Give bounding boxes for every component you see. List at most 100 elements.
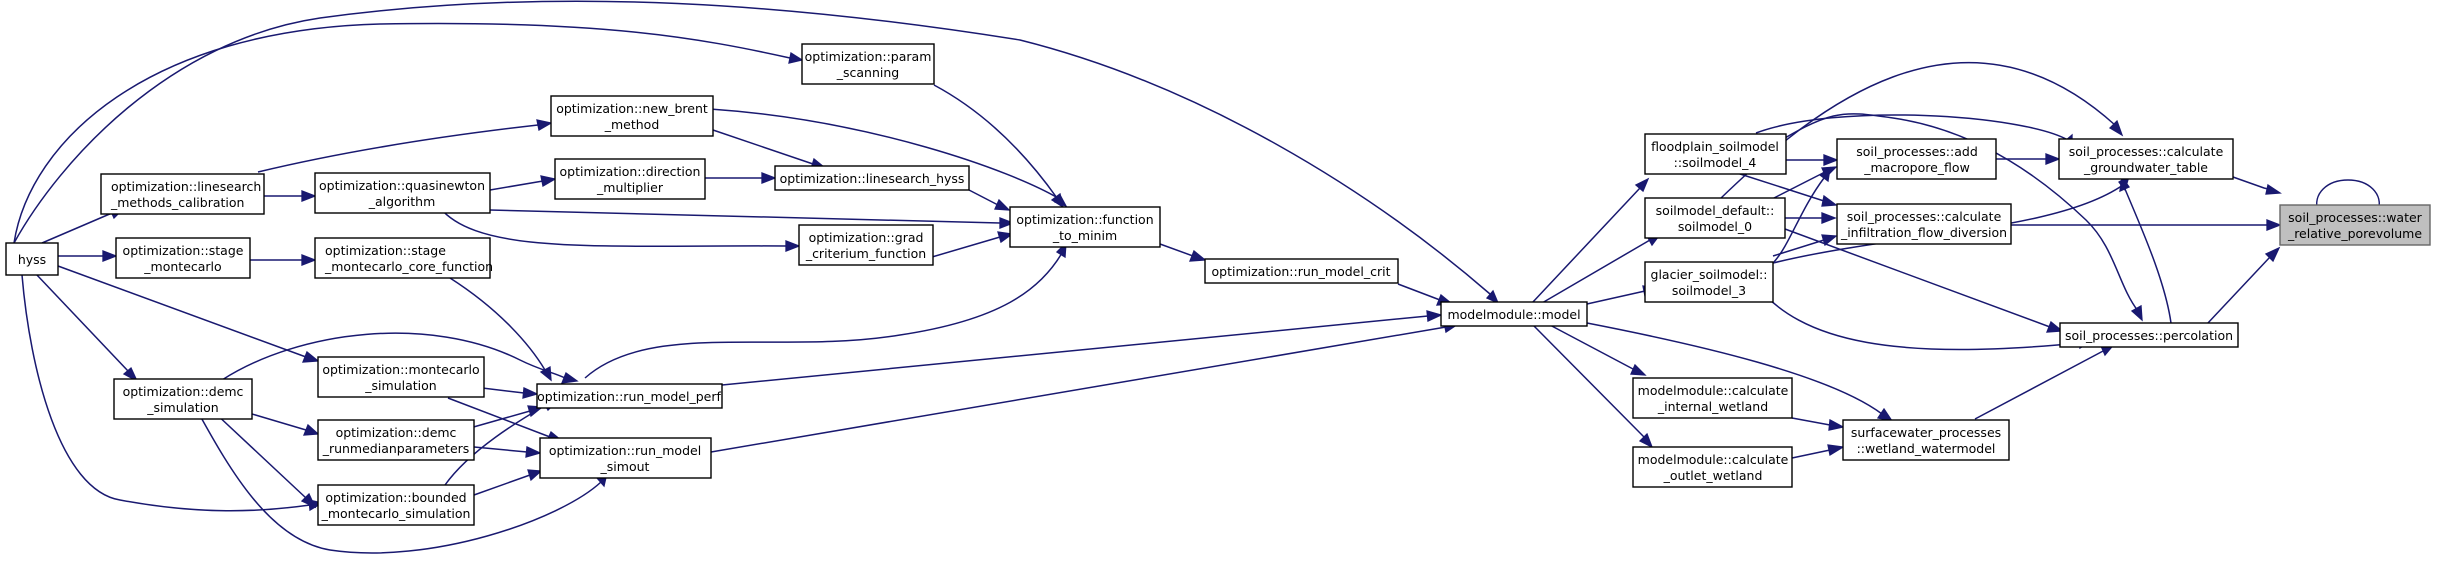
edge-quasinewton-to-func-minim: [489, 209, 1015, 229]
node-param-scanning[interactable]: optimization::param _scanning: [801, 43, 935, 85]
node-demc-simulation[interactable]: optimization::demc _simulation: [113, 378, 253, 420]
node-calculate-infiltration-flow-diversion[interactable]: soil_processes::calculate _infiltration_…: [1836, 203, 2012, 245]
node-glacier-soilmodel-3[interactable]: glacier_soilmodel:: soilmodel_3: [1644, 261, 1774, 303]
node-infiltration-label-1: soil_processes::calculate: [1847, 209, 2002, 224]
node-stage-montecarlo[interactable]: optimization::stage _montecarlo: [115, 237, 251, 279]
node-run-model-perf[interactable]: optimization::run_model_perf: [536, 383, 723, 409]
edge-model-to-calc-outlet: [1532, 324, 1654, 449]
node-calculate-outlet-wetland[interactable]: modelmodule::calculate _outlet_wetland: [1632, 446, 1793, 488]
node-run-model-crit-label: optimization::run_model_crit: [1212, 264, 1391, 279]
node-stage-montecarlo-core-function[interactable]: optimization::stage _montecarlo_core_fun…: [314, 237, 493, 279]
edge-groundwater-to-water-porevol: [2232, 176, 2282, 195]
edge-percolation-to-groundwater: [2119, 175, 2172, 324]
edge-hyss-to-param-scan: [13, 22, 804, 244]
node-function-to-minim-label-2: _to_minim: [1052, 228, 1117, 243]
edge-hyss-to-model: [13, 0, 1500, 305]
node-linesearch-hyss[interactable]: optimization::linesearch_hyss: [774, 165, 970, 191]
edge-func-minim-to-run-crit: [1159, 243, 1207, 262]
node-calculate-internal-wetland[interactable]: modelmodule::calculate _internal_wetland: [1632, 377, 1793, 419]
node-linesearch-methods-calibration-label-2: _methods_calibration: [110, 195, 244, 210]
edge-add-macro-to-groundwater: [1996, 153, 2061, 165]
node-function-to-minim-label-1: optimization::function: [1016, 212, 1153, 227]
node-infiltration-label-2: _infiltration_flow_diversion: [1840, 225, 2007, 240]
edge-demc-runmed-to-run-perf: [469, 405, 544, 429]
node-calculate-outlet-wetland-label-2: _outlet_wetland: [1663, 468, 1763, 483]
node-water-relative-porevolume-label-2: _relative_porevolume: [2287, 226, 2422, 241]
edge-calc-outlet-to-wetland-wm: [1791, 444, 1845, 459]
node-bounded-montecarlo-simulation-label-2: _montecarlo_simulation: [321, 506, 471, 521]
edge-demc-sim-to-run-perf: [221, 332, 579, 384]
node-linesearch-hyss-label: optimization::linesearch_hyss: [780, 171, 965, 186]
edge-hyss-to-mc-sim: [57, 265, 320, 363]
edge-demc-sim-to-bounded-mc: [213, 411, 317, 509]
edge-lin-calib-to-quasinewton: [264, 190, 317, 202]
edge-floodplain-to-percolation: [1764, 113, 2143, 322]
node-floodplain-soilmodel-4[interactable]: floodplain_soilmodel ::soilmodel_4: [1644, 133, 1787, 175]
node-run-model-crit[interactable]: optimization::run_model_crit: [1204, 258, 1399, 284]
node-calculate-outlet-wetland-label-1: modelmodule::calculate: [1638, 452, 1789, 467]
node-new-brent-method[interactable]: optimization::new_brent _method: [550, 95, 714, 137]
node-montecarlo-simulation[interactable]: optimization::montecarlo _simulation: [317, 356, 485, 398]
node-modelmodule-model[interactable]: modelmodule::model: [1440, 301, 1588, 327]
edge-lin-hyss-to-func-minim: [968, 189, 1011, 211]
node-bounded-montecarlo-simulation[interactable]: optimization::bounded _montecarlo_simula…: [317, 484, 475, 526]
edge-model-to-calc-internal: [1547, 323, 1647, 376]
edge-percolation-to-water-porevol: [2206, 246, 2281, 325]
node-demc-simulation-label-2: _simulation: [146, 400, 218, 415]
edge-soil-default-to-infiltration: [1785, 212, 1837, 224]
node-glacier-soilmodel-3-label-2: soilmodel_3: [1672, 283, 1746, 298]
node-hyss[interactable]: hyss: [5, 242, 59, 276]
edge-direction-to-lin-hyss: [705, 172, 777, 184]
edge-hyss-to-stage-mc: [58, 250, 118, 262]
node-direction-multiplier[interactable]: optimization::direction _multiplier: [554, 158, 706, 200]
node-percolation[interactable]: soil_processes::percolation: [2059, 322, 2239, 348]
node-groundwater-label-2: _groundwater_table: [2083, 160, 2208, 175]
node-add-macropore-flow[interactable]: soil_processes::add _macropore_flow: [1836, 138, 1997, 180]
edge-glacier-to-percolation: [1752, 280, 2094, 351]
edge-glacier-to-add-macro: [1773, 166, 1831, 263]
node-stage-montecarlo-label-1: optimization::stage: [123, 243, 244, 258]
node-stage-montecarlo-label-2: _montecarlo: [143, 259, 221, 274]
node-function-to-minim[interactable]: optimization::function _to_minim: [1009, 206, 1161, 248]
node-run-model-simout[interactable]: optimization::run_model _simout: [539, 437, 712, 479]
node-glacier-soilmodel-3-label-1: glacier_soilmodel::: [1651, 267, 1768, 282]
node-add-macropore-flow-label-2: _macropore_flow: [1863, 160, 1970, 175]
node-new-brent-method-label-1: optimization::new_brent: [556, 101, 708, 116]
node-demc-runmedianparameters-label-1: optimization::demc: [336, 425, 457, 440]
node-grad-criterium-function[interactable]: optimization::grad _criterium_function: [798, 224, 934, 266]
node-grad-criterium-function-label-2: _criterium_function: [805, 246, 926, 261]
edge-run-perf-to-model: [721, 310, 1443, 386]
node-direction-multiplier-label-1: optimization::direction: [560, 164, 701, 179]
node-grad-criterium-function-label-1: optimization::grad: [809, 230, 924, 245]
edge-floodplain-to-infiltration: [1736, 172, 1838, 207]
node-run-model-simout-label-1: optimization::run_model: [549, 443, 701, 458]
node-montecarlo-simulation-label-2: _simulation: [364, 378, 436, 393]
edge-lin-calib-to-new-brent: [257, 119, 553, 173]
node-groundwater-label-1: soil_processes::calculate: [2069, 144, 2224, 159]
node-wetland-watermodel[interactable]: surfacewater_processes ::wetland_watermo…: [1842, 419, 2010, 461]
edge-quasinewton-to-grad-crit: [439, 207, 801, 252]
node-montecarlo-simulation-label-1: optimization::montecarlo: [322, 362, 479, 377]
edge-bounded-mc-to-run-simout: [473, 469, 543, 496]
node-water-relative-porevolume-label-1: soil_processes::water: [2288, 210, 2422, 225]
node-water-relative-porevolume[interactable]: soil_processes::water _relative_porevolu…: [2279, 204, 2431, 246]
node-param-scanning-label-1: optimization::param: [805, 49, 932, 64]
node-demc-runmedianparameters[interactable]: optimization::demc _runmedianparameters: [317, 419, 475, 461]
node-floodplain-soilmodel-4-label-1: floodplain_soilmodel: [1651, 139, 1779, 154]
edge-floodplain-to-add-macro: [1786, 154, 1839, 166]
node-calculate-groundwater-table[interactable]: soil_processes::calculate _groundwater_t…: [2058, 138, 2234, 180]
edge-grad-crit-to-func-minim: [931, 231, 1014, 258]
node-hyss-label: hyss: [18, 252, 46, 267]
edge-new-brent-to-lin-hyss: [712, 129, 827, 170]
node-floodplain-soilmodel-4-label-2: ::soilmodel_4: [1674, 155, 1757, 170]
node-soilmodel-default-label-2: soilmodel_0: [1678, 219, 1752, 234]
node-demc-simulation-label-1: optimization::demc: [123, 384, 244, 399]
edge-demc-runmed-to-run-simout: [473, 446, 542, 458]
node-linesearch-methods-calibration-label-1: optimization::linesearch: [111, 179, 261, 194]
node-soilmodel-default-soilmodel-0[interactable]: soilmodel_default:: soilmodel_0: [1644, 197, 1786, 239]
node-linesearch-methods-calibration[interactable]: optimization::linesearch _methods_calibr…: [100, 173, 265, 215]
node-quasinewton-algorithm[interactable]: optimization::quasinewton _algorithm: [314, 172, 491, 214]
node-stage-montecarlo-core-function-label-1: optimization::stage: [325, 243, 446, 258]
edge-demc-sim-to-demc-runmed: [251, 413, 320, 436]
